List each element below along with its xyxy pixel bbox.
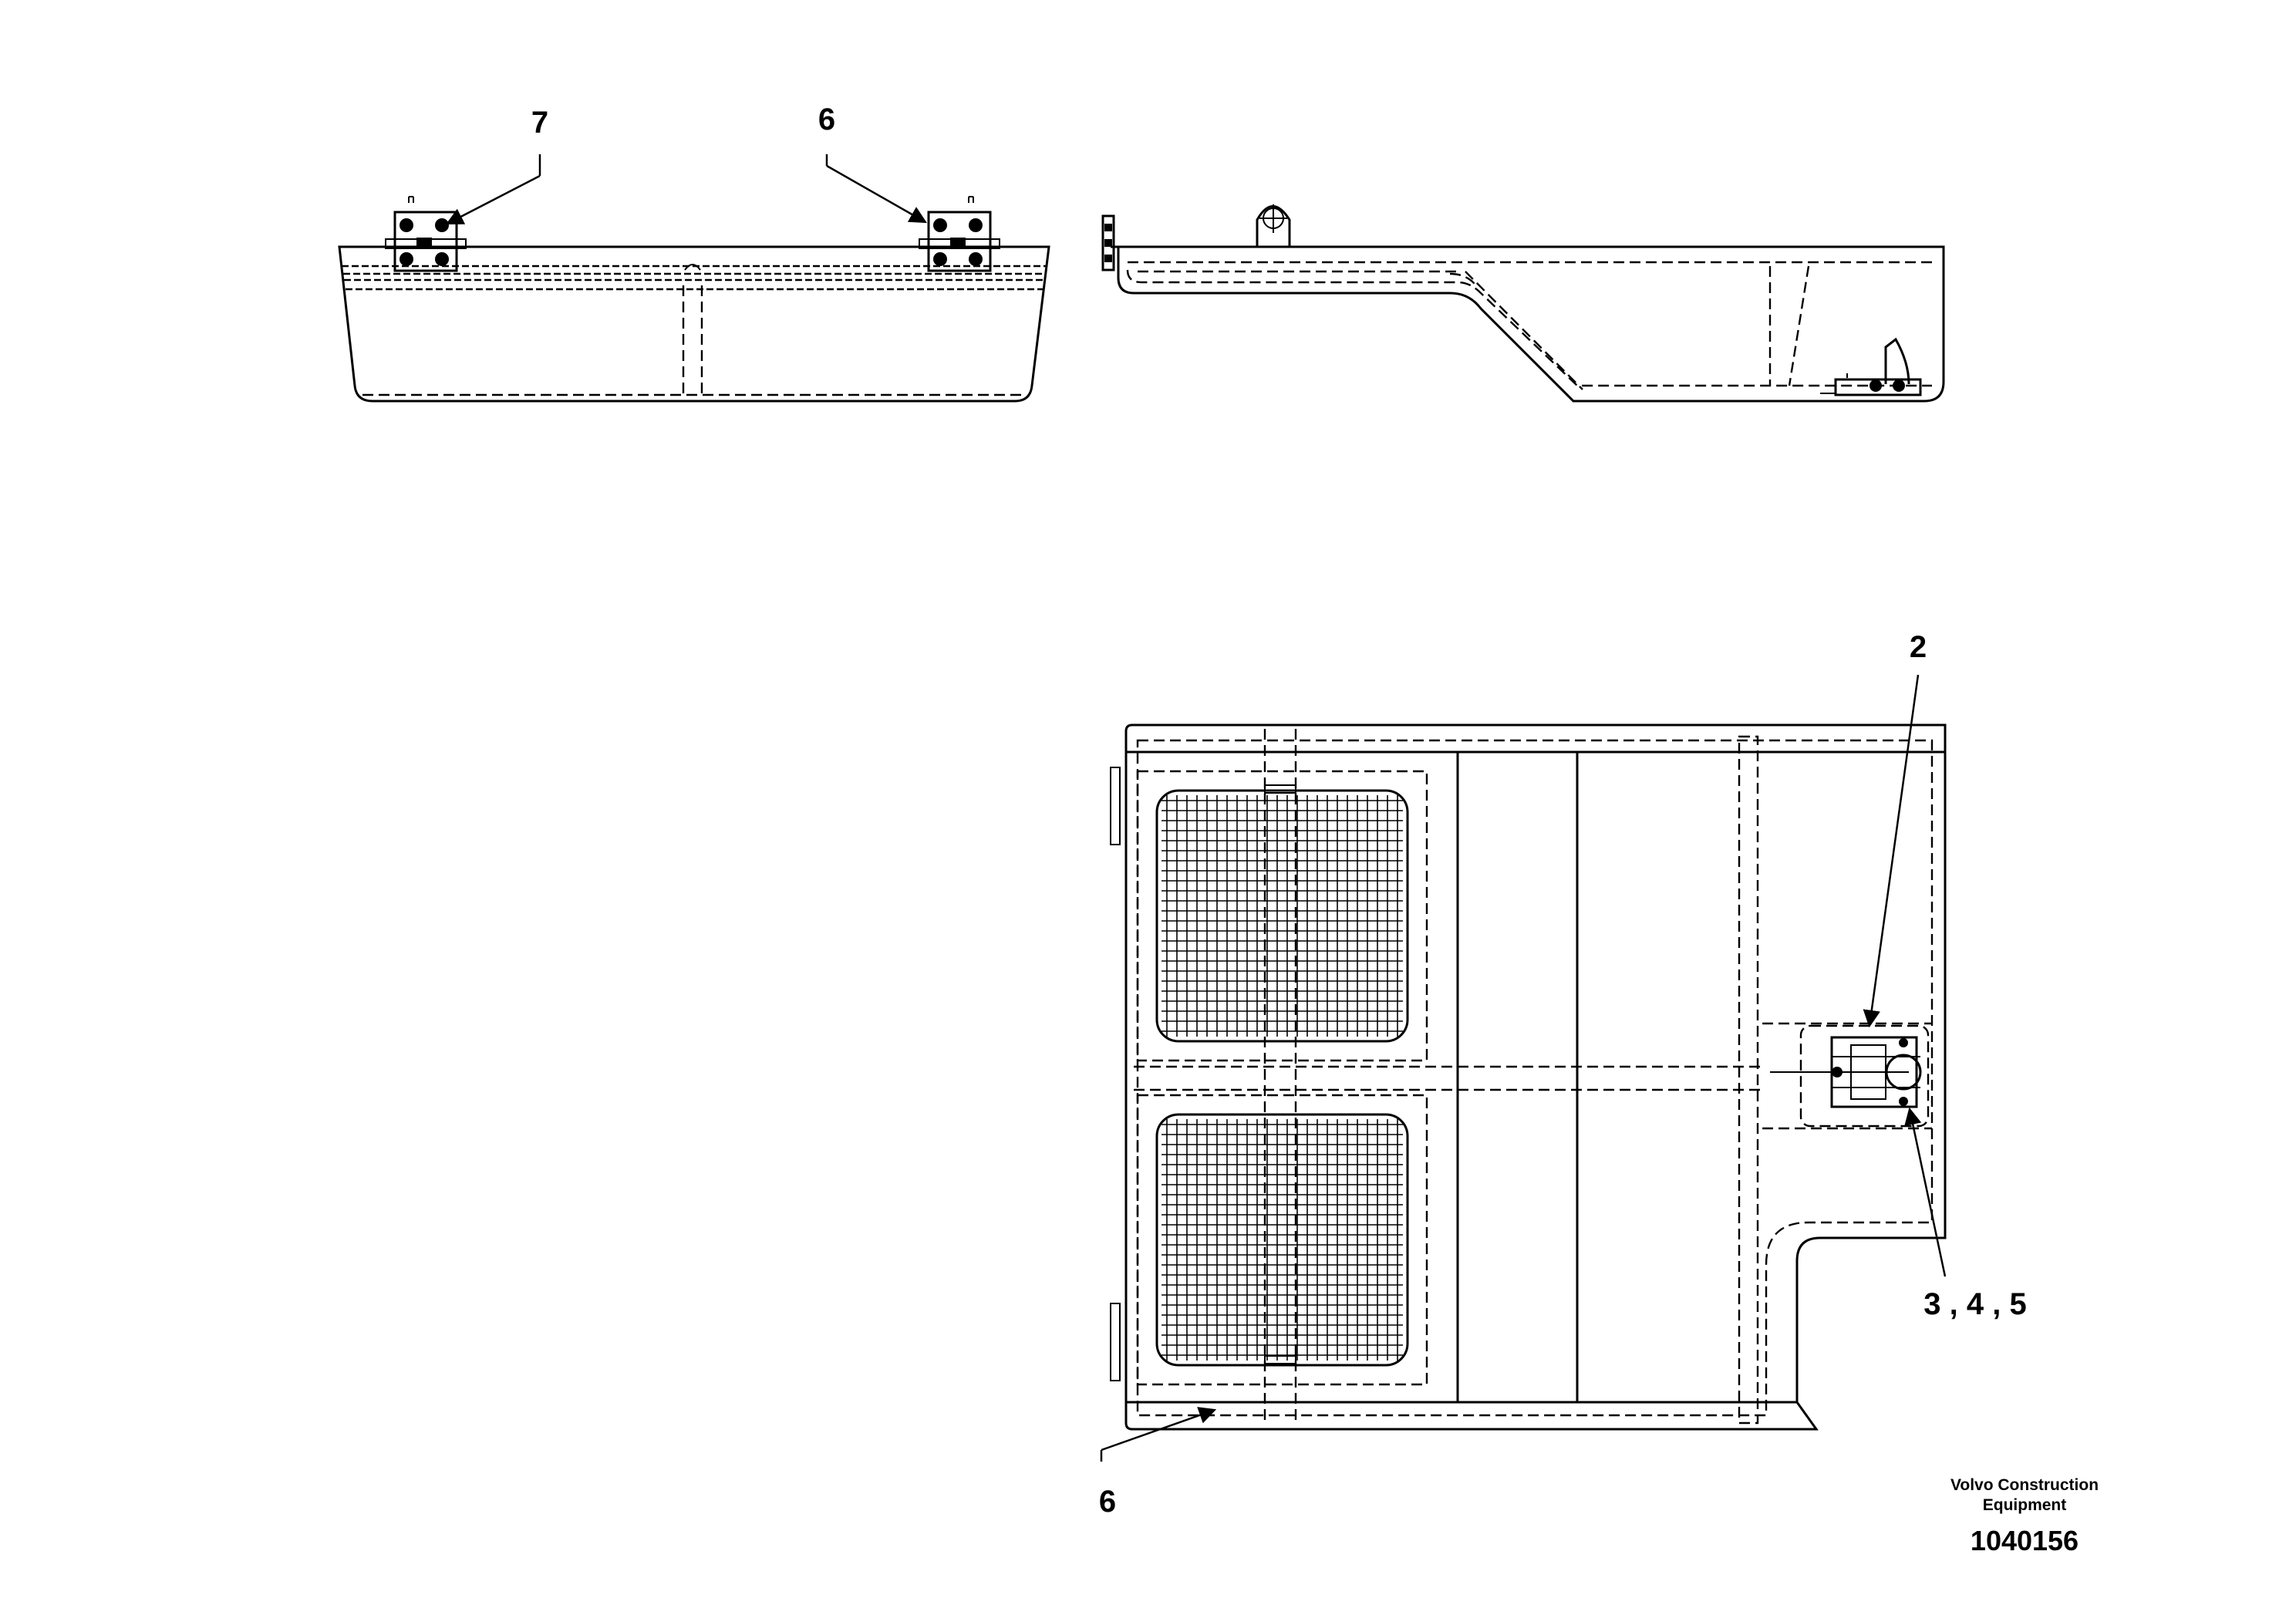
callout-edge: 6 [1099,1485,1116,1519]
brand-line-1: Volvo Construction [1950,1476,2099,1494]
top-view [1100,674,1947,1462]
callout-latch-hardware: 3 , 4 , 5 [1923,1287,2026,1321]
lifting-eye [1256,204,1291,247]
front-view [338,154,1050,403]
hinge-left [385,196,467,272]
callout-front-hinge-left: 7 [531,106,548,140]
mesh-panel-lower [1155,1113,1409,1367]
callout-latch: 2 [1910,630,1927,664]
document-number: 1040156 [1971,1525,2079,1556]
latch-assembly [1770,1024,1930,1128]
side-hinge [1101,214,1115,271]
side-latch [1820,337,1922,396]
callout-front-hinge-right: 6 [818,103,835,137]
mesh-clips [1264,784,1296,1364]
hinge-right [919,196,1000,272]
mesh-panel-upper [1155,789,1409,1043]
edge-hinges [1110,767,1121,1381]
side-view [1101,204,1945,403]
brand-line-2: Equipment [1983,1496,2067,1514]
